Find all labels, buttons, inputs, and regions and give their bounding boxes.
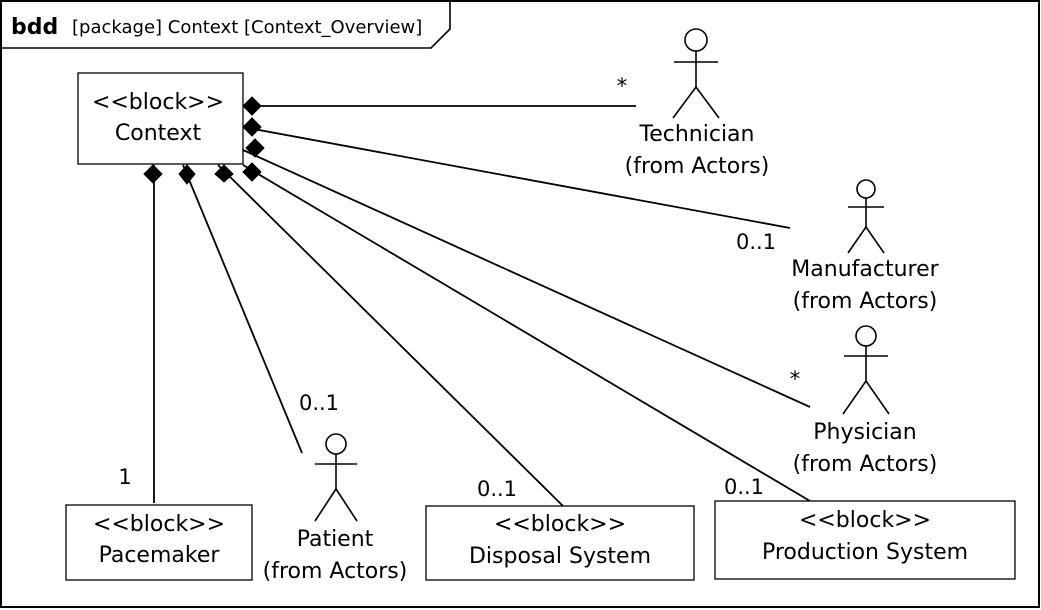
block-disposal-stereotype: <<block>> (494, 512, 626, 537)
multiplicity-technician: * (617, 74, 628, 98)
multiplicity-production: 0..1 (724, 475, 764, 499)
diamond-disposal (214, 164, 234, 183)
multiplicity-patient: 0..1 (299, 391, 339, 415)
actor-physician[interactable]: Physician (from Actors) (793, 325, 938, 477)
diamond-pacemaker (143, 164, 163, 184)
diamond-patient (178, 164, 196, 185)
actor-technician-name: Technician (639, 122, 755, 147)
block-pacemaker-name: Pacemaker (99, 543, 221, 568)
block-production-name: Production System (762, 540, 968, 565)
multiplicity-labels: * 0..1 * 0..1 1 0..1 0..1 (118, 74, 800, 501)
frame-keyword: bdd (11, 15, 58, 40)
stick-figure-icon (847, 179, 885, 254)
edge-context-patient (182, 164, 303, 454)
block-disposal-box (425, 505, 695, 581)
edge-context-physician (242, 149, 811, 408)
block-production-box (714, 500, 1016, 580)
block-context-name: Context (115, 121, 202, 146)
block-disposal-name: Disposal System (469, 544, 651, 569)
block-pacemaker-box (65, 504, 253, 581)
actor-technician-source: (from Actors) (625, 154, 770, 179)
multiplicity-pacemaker: 1 (118, 465, 131, 489)
composition-diamonds (143, 96, 265, 185)
diamond-production (242, 162, 262, 182)
block-pacemaker[interactable]: <<block>> Pacemaker (65, 504, 253, 581)
diamond-manufacturer (242, 117, 262, 137)
frame-name: [package] Context [Context_Overview] (72, 17, 422, 38)
multiplicity-physician: * (790, 367, 801, 391)
actor-manufacturer[interactable]: Manufacturer (from Actors) (791, 179, 940, 314)
diamond-technician (242, 96, 262, 116)
stick-figure-icon (672, 28, 720, 119)
stick-figure-icon (314, 433, 358, 522)
block-pacemaker-stereotype: <<block>> (93, 512, 225, 537)
frame-header-tab (1, 1, 451, 49)
edge-context-manufacturer (242, 126, 791, 229)
stick-figure-icon (842, 325, 890, 415)
actor-patient[interactable]: Patient (from Actors) (263, 433, 408, 584)
block-context-box (77, 72, 244, 165)
edge-context-production (242, 164, 811, 502)
block-production-stereotype: <<block>> (799, 508, 931, 533)
block-context-stereotype: <<block>> (92, 90, 224, 115)
actor-physician-source: (from Actors) (793, 452, 938, 477)
block-production-system[interactable]: <<block>> Production System (714, 500, 1016, 580)
block-disposal-system[interactable]: <<block>> Disposal System (425, 505, 695, 581)
actor-patient-name: Patient (297, 527, 374, 552)
actor-manufacturer-name: Manufacturer (791, 257, 939, 282)
composition-edges (153, 105, 811, 507)
multiplicity-disposal: 0..1 (477, 477, 517, 501)
actor-manufacturer-source: (from Actors) (793, 289, 938, 314)
actor-patient-source: (from Actors) (263, 559, 408, 584)
actor-physician-name: Physician (813, 420, 916, 445)
multiplicity-manufacturer: 0..1 (736, 230, 776, 254)
actor-technician[interactable]: Technician (from Actors) (625, 28, 770, 179)
diamond-physician (245, 138, 265, 158)
edge-context-disposal (217, 164, 564, 507)
block-context[interactable]: <<block>> Context (77, 72, 244, 165)
